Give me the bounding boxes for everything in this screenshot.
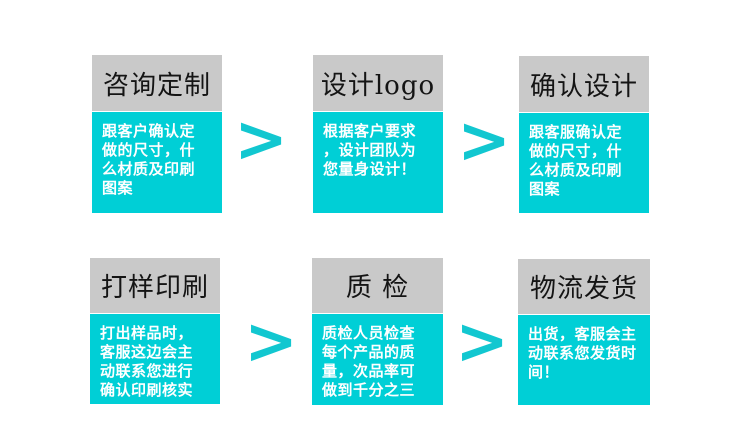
arrow-right-icon: >	[234, 103, 288, 177]
arrow-right-icon: >	[455, 305, 509, 379]
step-title: 质 检	[312, 258, 443, 313]
step-description: 质检人员检查 每个产品的质 量，次品率可 做到千分之三	[312, 313, 443, 405]
step-description: 出货，客服会主 动联系您发货时 间！	[518, 314, 650, 405]
step-description: 打出样品时， 客服这边会主 动联系您进行 确认印刷核实	[90, 313, 220, 404]
arrow-right-icon: >	[457, 104, 511, 178]
step-title: 设计logo	[313, 55, 443, 111]
arrow-right-icon: >	[244, 305, 298, 379]
step-proof-printing: 打样印刷 打出样品时， 客服这边会主 动联系您进行 确认印刷核实	[90, 258, 220, 404]
step-description: 根据客户要求 ，设计团队为 您量身设计！	[313, 111, 443, 213]
step-title: 打样印刷	[90, 258, 220, 313]
step-design-logo: 设计logo 根据客户要求 ，设计团队为 您量身设计！	[313, 55, 443, 213]
step-quality-check: 质 检 质检人员检查 每个产品的质 量，次品率可 做到千分之三	[312, 258, 443, 405]
step-logistics-shipping: 物流发货 出货，客服会主 动联系您发货时 间！	[518, 259, 650, 405]
step-description: 跟客服确认定 做的尺寸，什 么材质及印刷 图案	[519, 112, 649, 213]
step-title: 物流发货	[518, 259, 650, 314]
step-confirm-design: 确认设计 跟客服确认定 做的尺寸，什 么材质及印刷 图案	[519, 56, 649, 213]
step-title: 咨询定制	[92, 55, 222, 111]
step-description: 跟客户确认定 做的尺寸，什 么材质及印刷 图案	[92, 111, 222, 213]
step-consult-customize: 咨询定制 跟客户确认定 做的尺寸，什 么材质及印刷 图案	[92, 55, 222, 213]
step-title: 确认设计	[519, 56, 649, 112]
